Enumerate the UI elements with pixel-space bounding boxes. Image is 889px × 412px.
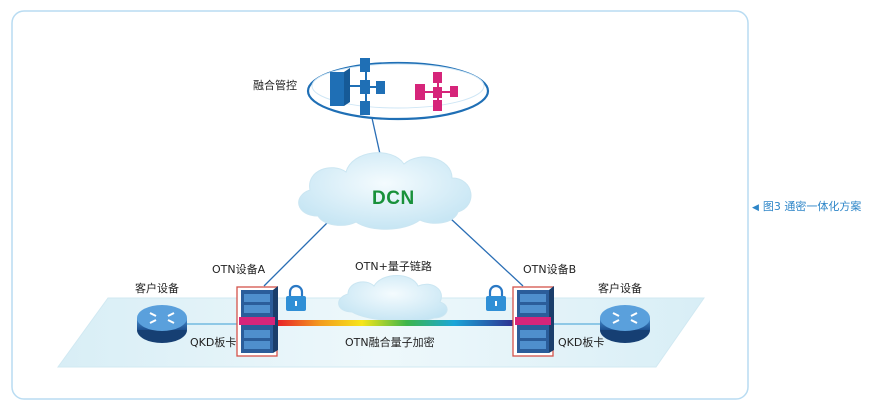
network-tree-icon: [415, 72, 458, 111]
figure-caption: ◀图3 通密一体化方案: [752, 198, 861, 214]
cloud-icon: [338, 275, 448, 322]
quantum-link-bar: [277, 320, 513, 326]
qkd-right-label: QKD板卡: [558, 336, 605, 349]
otn-b-label: OTN设备B: [523, 263, 577, 276]
qkd-left-label: QKD板卡: [190, 336, 237, 349]
dcn-label: DCN: [372, 188, 415, 209]
otn-chassis-icon: [512, 286, 554, 357]
dcn-otn-a-link: [263, 217, 333, 287]
caption-arrow-icon: ◀: [752, 203, 759, 213]
otn-a-label: OTN设备A: [212, 263, 266, 276]
lock-icon: [286, 284, 306, 311]
quantum-link-label: OTN+量子链路: [355, 260, 432, 273]
management-platform: [306, 58, 490, 121]
dcn-cloud-icon: [298, 152, 472, 230]
client-left-label: 客户设备: [135, 282, 179, 295]
router-icon: [137, 305, 187, 343]
router-icon: [600, 305, 650, 343]
network-tree-icon: [330, 58, 385, 115]
lock-icon: [486, 284, 506, 311]
otn-chassis-icon: [236, 286, 278, 357]
caption-text: 图3 通密一体化方案: [762, 200, 862, 213]
client-right-label: 客户设备: [598, 282, 642, 295]
fusion-encryption-label: OTN融合量子加密: [345, 336, 435, 349]
management-label: 融合管控: [253, 79, 297, 92]
